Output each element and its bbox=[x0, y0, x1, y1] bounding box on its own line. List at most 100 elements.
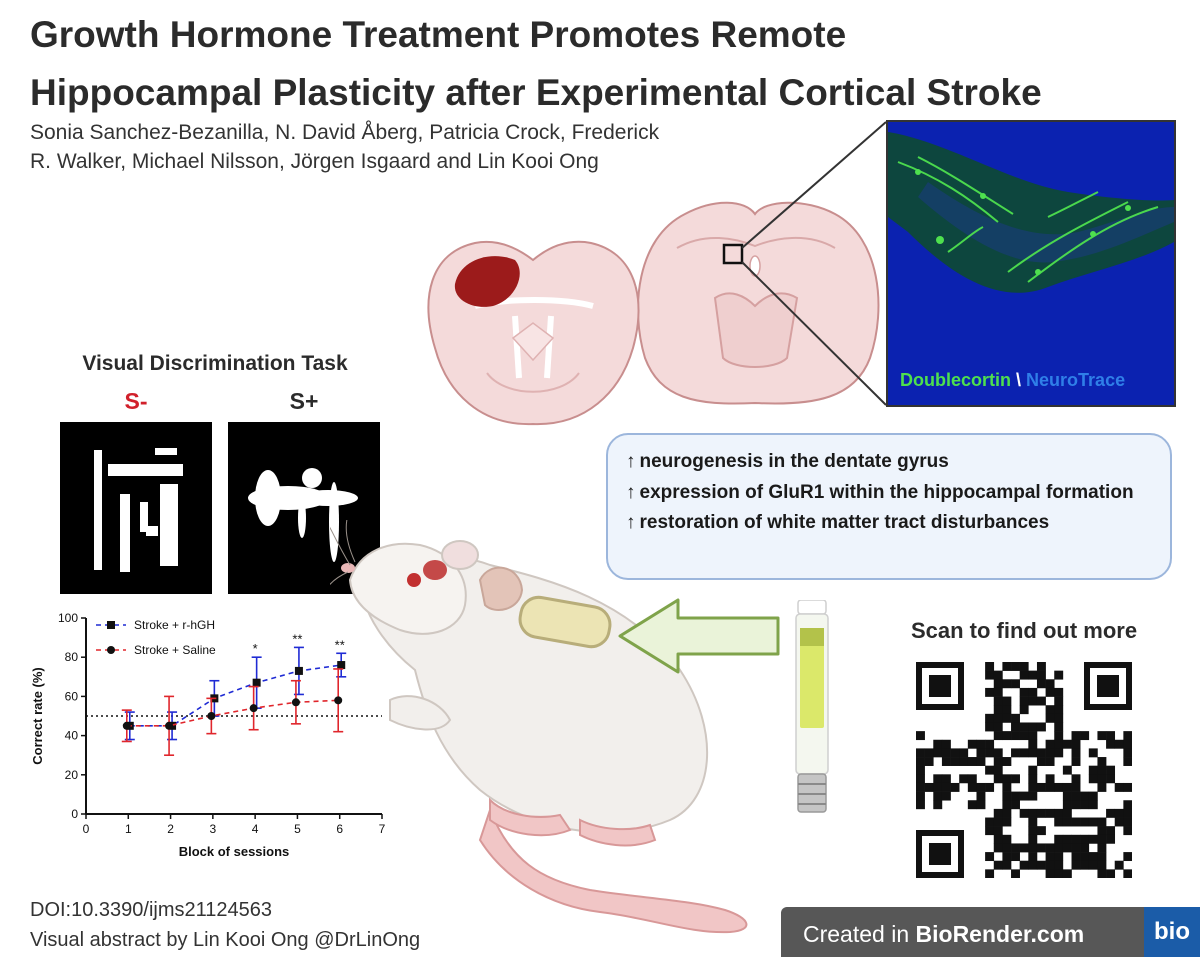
qr-module bbox=[1123, 826, 1132, 836]
qr-module bbox=[1019, 696, 1029, 706]
qr-module bbox=[1054, 696, 1064, 706]
qr-module bbox=[1045, 739, 1055, 749]
qr-module bbox=[1036, 696, 1046, 706]
s-minus-stimulus bbox=[60, 422, 212, 594]
biorender-brand: BioRender.com bbox=[915, 921, 1085, 947]
x-tick-label: 4 bbox=[252, 822, 259, 836]
microscopy-legend: Doublecortin \ NeuroTrace bbox=[900, 370, 1125, 391]
mouse-tail bbox=[478, 807, 748, 934]
mouse-ear bbox=[441, 540, 479, 570]
qr-module bbox=[924, 748, 934, 758]
significance-marker: * bbox=[253, 641, 258, 656]
mouse-nose bbox=[341, 563, 355, 573]
qr-module bbox=[1071, 800, 1081, 810]
qr-module bbox=[1054, 687, 1064, 697]
qr-module bbox=[1002, 808, 1012, 818]
qr-module bbox=[1114, 817, 1124, 827]
qr-code-image[interactable] bbox=[916, 662, 1132, 878]
biorender-badge[interactable]: Created in BioRender.com bio bbox=[781, 907, 1200, 957]
qr-module bbox=[985, 670, 995, 680]
qr-module bbox=[1071, 782, 1081, 792]
qr-module bbox=[993, 722, 1003, 732]
findings-callout: ↑neurogenesis in the dentate gyrus ↑expr… bbox=[606, 433, 1172, 580]
microscopy-image: Doublecortin \ NeuroTrace bbox=[886, 120, 1176, 407]
qr-module bbox=[1054, 852, 1064, 862]
qr-module bbox=[985, 662, 995, 671]
qr-module bbox=[1002, 662, 1012, 671]
qr-module bbox=[993, 765, 1003, 775]
qr-module bbox=[993, 731, 1003, 741]
qr-module bbox=[993, 860, 1003, 870]
qr-code[interactable] bbox=[916, 662, 1132, 878]
qr-module bbox=[1019, 843, 1029, 853]
qr-module bbox=[1036, 748, 1046, 758]
qr-module bbox=[941, 739, 951, 749]
qr-module bbox=[1071, 834, 1081, 844]
visual-discrimination-task-title: Visual Discrimination Task bbox=[82, 352, 348, 375]
qr-module bbox=[985, 782, 995, 792]
qr-module bbox=[985, 852, 995, 862]
qr-module bbox=[1002, 679, 1012, 689]
authors: Sonia Sanchez-Bezanilla, N. David Åberg,… bbox=[30, 118, 790, 176]
qr-module bbox=[1080, 852, 1090, 862]
qr-module bbox=[1002, 757, 1012, 766]
qr-module bbox=[1045, 782, 1055, 792]
qr-module bbox=[985, 765, 995, 775]
qr-module bbox=[1028, 774, 1038, 784]
osmotic-pump bbox=[518, 595, 612, 649]
qr-module bbox=[1080, 800, 1090, 810]
qr-module bbox=[1071, 748, 1081, 758]
significance-marker: ** bbox=[292, 631, 302, 646]
qr-module bbox=[1097, 774, 1107, 784]
qr-module bbox=[1028, 860, 1038, 870]
qr-module bbox=[1088, 834, 1098, 844]
qr-module bbox=[1114, 739, 1124, 749]
qr-module bbox=[1045, 713, 1055, 723]
y-tick-label: 0 bbox=[71, 807, 78, 821]
qr-module bbox=[993, 826, 1003, 836]
qr-module bbox=[1123, 869, 1132, 878]
qr-module bbox=[1019, 808, 1029, 818]
bars-pattern-image bbox=[94, 448, 183, 572]
qr-module bbox=[1097, 765, 1107, 775]
finding-item: ↑restoration of white matter tract distu… bbox=[626, 508, 1154, 539]
qr-module bbox=[1045, 757, 1055, 766]
qr-module bbox=[1011, 869, 1020, 878]
qr-module bbox=[1045, 869, 1055, 878]
authors-line-2: R. Walker, Michael Nilsson, Jörgen Isgaa… bbox=[30, 150, 599, 173]
qr-module bbox=[1054, 834, 1064, 844]
qr-module bbox=[1106, 826, 1116, 836]
qr-module bbox=[1062, 808, 1072, 818]
qr-module bbox=[1054, 739, 1064, 749]
qr-module bbox=[1088, 860, 1098, 870]
title-line-2: Hippocampal Plasticity after Experimenta… bbox=[30, 72, 1042, 113]
qr-module bbox=[976, 739, 986, 749]
qr-module bbox=[993, 757, 1003, 766]
qr-module bbox=[1071, 739, 1081, 749]
qr-module bbox=[1011, 852, 1020, 862]
qr-module bbox=[1045, 687, 1055, 697]
qr-module bbox=[1080, 843, 1090, 853]
qr-module bbox=[1088, 817, 1098, 827]
qr-module bbox=[1106, 808, 1116, 818]
qr-module bbox=[1002, 713, 1012, 723]
qr-module bbox=[1028, 791, 1038, 801]
qr-module bbox=[1088, 765, 1098, 775]
qr-module bbox=[1054, 670, 1064, 680]
qr-module bbox=[1114, 782, 1124, 792]
qr-module bbox=[1036, 679, 1046, 689]
qr-module bbox=[985, 722, 995, 732]
qr-module bbox=[976, 782, 986, 792]
qr-module bbox=[1123, 757, 1132, 766]
qr-module bbox=[1106, 765, 1116, 775]
credit-text: Visual abstract by Lin Kooi Ong @DrLinOn… bbox=[30, 929, 421, 951]
qr-module bbox=[1002, 705, 1012, 715]
qr-module bbox=[1011, 722, 1020, 732]
qr-module bbox=[1019, 791, 1029, 801]
qr-module bbox=[1088, 800, 1098, 810]
qr-module bbox=[941, 774, 951, 784]
qr-module bbox=[1106, 731, 1116, 741]
qr-module bbox=[1097, 731, 1107, 741]
biorender-label: Created in BioRender.com bbox=[803, 921, 1084, 948]
data-point bbox=[122, 721, 131, 730]
